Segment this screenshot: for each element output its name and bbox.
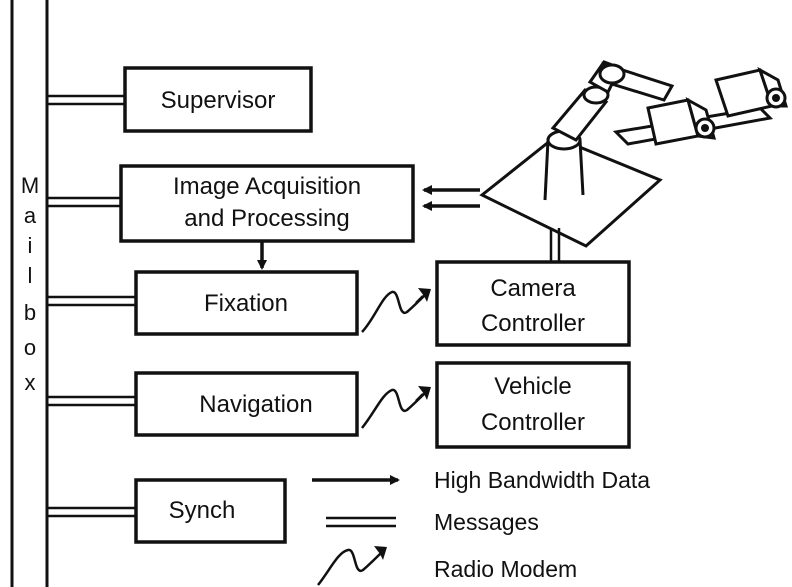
- mailbox-letter: a: [24, 203, 37, 228]
- legend: High Bandwidth Data Messages Radio Modem: [312, 467, 650, 586]
- message-connectors: [47, 94, 136, 518]
- vehicle-controller-label-line2: Controller: [481, 409, 585, 436]
- high-bandwidth-link-camera: [422, 185, 480, 211]
- mailbox-label: M a i l b o x: [21, 173, 39, 395]
- camera-platform-illustration: [479, 60, 789, 262]
- synch-box: Synch: [134, 478, 287, 544]
- vehicle-controller-box: Vehicle Controller: [435, 361, 631, 449]
- camera-controller-box: Camera Controller: [435, 260, 631, 347]
- fixation-box: Fixation: [134, 270, 359, 336]
- legend-radio-modem-label: Radio Modem: [434, 556, 577, 582]
- navigation-box: Navigation: [134, 371, 359, 437]
- camera-controller-label-line1: Camera: [490, 275, 576, 302]
- image-processing-box: Image Acquisition and Processing: [119, 164, 415, 243]
- vehicle-controller-label-line1: Vehicle: [494, 373, 571, 400]
- legend-messages-label: Messages: [434, 509, 539, 535]
- supervisor-box: Supervisor: [123, 66, 313, 133]
- supervisor-label: Supervisor: [161, 87, 276, 114]
- mailbox-bus: [10, 0, 49, 587]
- image-processing-label-line2: and Processing: [184, 205, 349, 232]
- legend-high-bandwidth-label: High Bandwidth Data: [434, 467, 650, 493]
- mailbox-letter: o: [24, 335, 36, 360]
- mailbox-letter: l: [28, 263, 33, 288]
- fixation-radio-link: [361, 288, 431, 333]
- synch-label: Synch: [169, 497, 236, 524]
- legend-radio-symbol: [317, 546, 387, 586]
- navigation-label: Navigation: [199, 391, 312, 418]
- legend-messages-symbol: [326, 516, 396, 528]
- mailbox-letter: x: [25, 370, 36, 395]
- image-processing-label-line1: Image Acquisition: [173, 173, 361, 200]
- mailbox-letter: M: [21, 173, 39, 198]
- camera-controller-label-line2: Controller: [481, 310, 585, 337]
- fixation-label: Fixation: [204, 290, 288, 317]
- navigation-radio-link: [361, 386, 431, 429]
- mailbox-letter: b: [24, 300, 36, 325]
- mailbox-letter: i: [28, 233, 33, 258]
